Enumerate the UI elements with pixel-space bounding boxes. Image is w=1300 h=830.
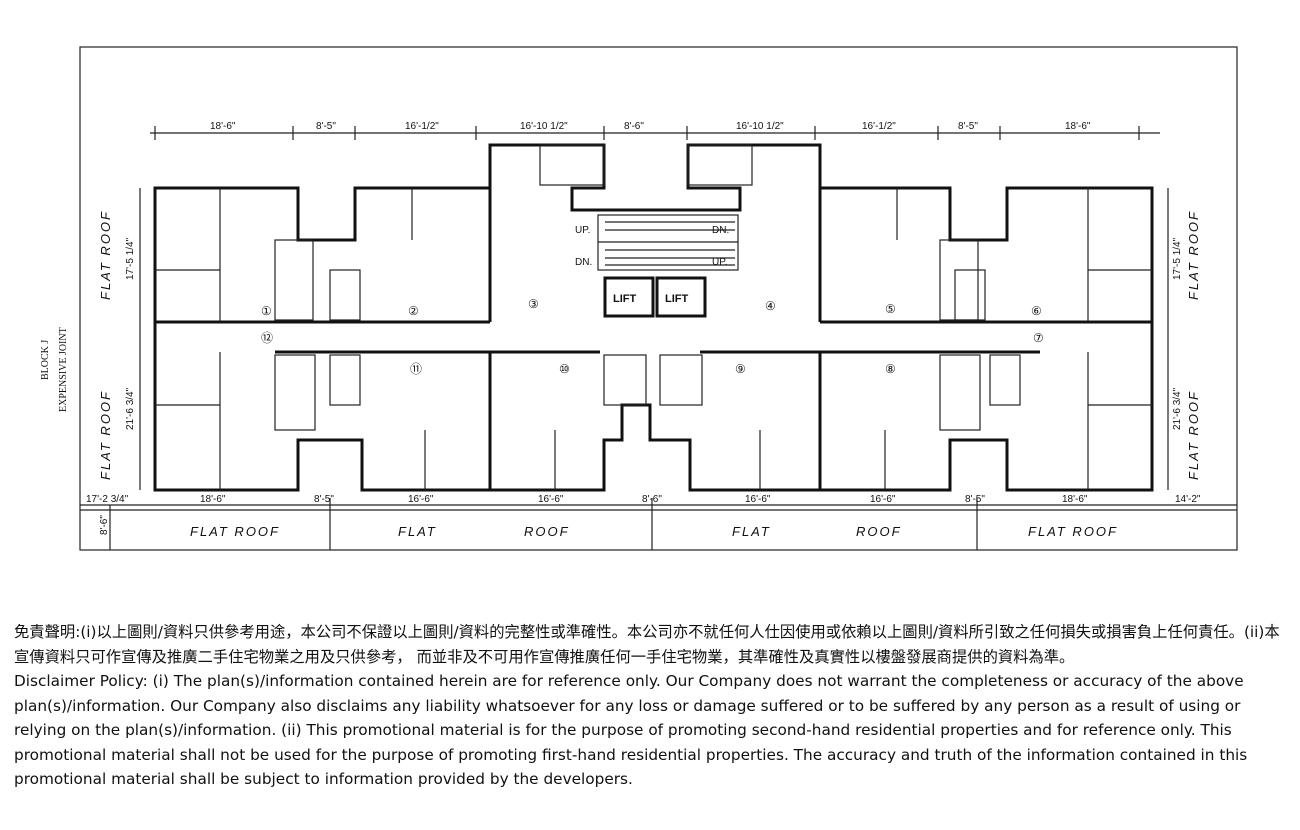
lift-label: LIFT: [665, 293, 688, 305]
dim-label: 18'-6": [210, 121, 236, 132]
unit-number: ①: [261, 304, 272, 318]
dim-label: 16'-1/2": [405, 121, 439, 132]
dim-label: 16'-6": [745, 494, 771, 505]
stair-down-label: DN.: [575, 257, 592, 268]
building-walls: [153, 143, 1154, 492]
dim-label: 21'-6 3/4": [125, 387, 136, 430]
roof-label: ROOF: [524, 524, 570, 539]
disclaimer-english: Disclaimer Policy: (i) The plan(s)/infor…: [14, 672, 1248, 788]
unit-numbers: ① ② ③ ④ ⑤ ⑥ ⑦ ⑧ ⑨ ⑩ ⑪ ⑫: [261, 297, 1044, 376]
unit-number: ⑥: [1031, 304, 1042, 318]
dim-label: 8'-5": [316, 121, 336, 132]
dim-label: 18'-6": [200, 494, 226, 505]
unit-number: ⑪: [410, 362, 422, 376]
unit-number: ⑦: [1033, 331, 1044, 345]
top-dimension-line: 18'-6" 8'-5" 16'-1/2" 16'-10 1/2" 8'-6" …: [150, 121, 1160, 140]
dim-label: 17'-5 1/4": [125, 237, 136, 280]
dim-label: 18'-6": [1062, 494, 1088, 505]
stair-down-label: DN.: [712, 225, 729, 236]
disclaimer: 免責聲明:(i)以上圖則/資料只供參考用途，本公司不保證以上圖則/資料的完整性或…: [14, 620, 1289, 792]
dim-label: 14'-2": [1175, 494, 1201, 505]
bottom-dimension-line: 17'-2 3/4" 18'-6" 8'-5" 16'-6" 16'-6" 8'…: [80, 494, 1237, 550]
dim-label: 21'-6 3/4": [1172, 387, 1183, 430]
dim-label: 16'-6": [870, 494, 896, 505]
unit-number: ⑨: [735, 362, 746, 376]
flat-label: FLAT: [398, 524, 437, 539]
unit-number: ⑧: [885, 362, 896, 376]
lift-label: LIFT: [613, 293, 636, 305]
flat-label: FLAT: [732, 524, 771, 539]
unit-number: ⑩: [559, 362, 570, 376]
side-labels: FLAT ROOF FLAT ROOF FLAT ROOF FLAT ROOF …: [40, 188, 1201, 490]
unit-number: ⑫: [261, 331, 273, 345]
dim-label: 16'-1/2": [862, 121, 896, 132]
unit-number: ②: [408, 304, 419, 318]
flat-roof-label: FLAT ROOF: [1186, 210, 1201, 300]
stair-up-label: UP.: [575, 225, 590, 236]
dim-label: 18'-6": [1065, 121, 1091, 132]
dim-label: 8'-6": [642, 494, 662, 505]
dim-label: 8'-6": [624, 121, 644, 132]
dim-label: 16'-6": [538, 494, 564, 505]
dim-label: 16'-10 1/2": [520, 121, 568, 132]
plan-border: [79, 46, 1238, 551]
flat-roof-label: FLAT ROOF: [1028, 524, 1118, 539]
dim-label: 8'-5": [958, 121, 978, 132]
block-label: BLOCK J: [40, 340, 51, 380]
unit-number: ⑤: [885, 302, 896, 316]
dim-label: 17'-5 1/4": [1172, 237, 1183, 280]
stair-up-label: UP.: [712, 257, 727, 268]
unit-number: ④: [765, 299, 776, 313]
dim-label: 8'-6": [99, 515, 110, 535]
joint-label: EXPENSIVE JOINT: [58, 327, 69, 412]
dim-label: 17'-2 3/4": [86, 494, 129, 505]
dim-label: 16'-6": [408, 494, 434, 505]
flat-roof-label: FLAT ROOF: [190, 524, 280, 539]
unit-number: ③: [528, 297, 539, 311]
stair-core: UP. DN. DN. UP. LIFT LIFT: [575, 214, 739, 318]
dim-label: 8'-5": [314, 494, 334, 505]
dim-label: 8'-5": [965, 494, 985, 505]
dim-label: 16'-10 1/2": [736, 121, 784, 132]
roof-label: ROOF: [856, 524, 902, 539]
disclaimer-chinese: 免責聲明:(i)以上圖則/資料只供參考用途，本公司不保證以上圖則/資料的完整性或…: [14, 623, 1280, 666]
flat-roof-label: FLAT ROOF: [98, 390, 113, 480]
flat-roof-label: FLAT ROOF: [98, 210, 113, 300]
flat-roof-label: FLAT ROOF: [1186, 390, 1201, 480]
floor-plan: 18'-6" 8'-5" 16'-1/2" 16'-10 1/2" 8'-6" …: [40, 46, 1238, 551]
